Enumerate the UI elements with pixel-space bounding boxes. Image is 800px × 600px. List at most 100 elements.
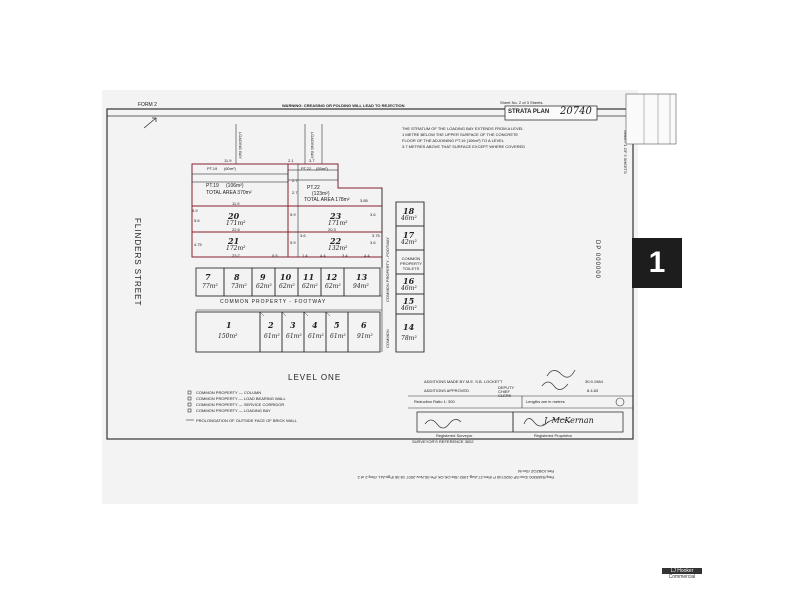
lot-area: 171m²	[328, 220, 348, 227]
lot-area: 62m²	[279, 283, 295, 290]
legend-item: COMMON PROPERTY — LOADING BAY	[196, 408, 271, 413]
lot-number: 9	[260, 272, 266, 282]
lot-area: 78m²	[401, 335, 417, 342]
dimension-label: 3.4	[342, 253, 348, 258]
lot-number: 3	[290, 320, 296, 330]
level-badge-number: 1	[648, 246, 666, 279]
lot-number: 23	[330, 211, 342, 221]
lot-area: 132m²	[328, 245, 348, 252]
lot-number: 5	[334, 320, 340, 330]
lot-number: 12	[326, 272, 338, 282]
lot-number: PT.19	[206, 183, 219, 189]
lot-area: 171m²	[226, 220, 246, 227]
brand-name: LJ Hooker	[662, 568, 702, 574]
level-title: LEVEL ONE	[288, 373, 342, 382]
proprietor-label: Registered Proprietor	[534, 433, 573, 438]
lot-number: 18	[403, 206, 415, 216]
lot-number: 7	[205, 272, 211, 282]
surveyor-reference: SURVEYOR'S REFERENCE 3002	[412, 439, 474, 444]
lot-area: 62m²	[325, 283, 341, 290]
note-line: FLOOR OF THE ADJOINING PT.19 (106m²) TO …	[402, 138, 505, 143]
signature-right: J. McKernan	[544, 416, 594, 425]
dimension-label: 2.7	[292, 178, 298, 183]
note-line: THE STRATUM OF THE LOADING BAY EXTENDS F…	[402, 126, 524, 131]
lot-number: PT.22	[307, 185, 320, 191]
plan-drawing	[106, 105, 634, 440]
legend-item: COMMON PROPERTY — LOAD BEARING WALL	[196, 396, 286, 401]
plan-label: STRATA PLAN	[508, 109, 550, 115]
street-left: FLINDERS STREET	[133, 218, 142, 307]
lot-number: 11	[303, 272, 315, 282]
lot-number: 21	[228, 236, 240, 246]
level-badge: 1	[632, 238, 682, 288]
lot-area: 61m²	[286, 333, 302, 340]
form-number: FORM 2	[138, 102, 157, 108]
dimension-label: 5.9	[290, 212, 296, 217]
lot-area: (55m²)	[316, 166, 328, 171]
brand-subtitle: Commercial	[668, 574, 696, 580]
dimension-label: 4.4	[364, 253, 370, 258]
dimension-label: 20.3	[328, 227, 336, 232]
lot-area: 172m²	[226, 245, 246, 252]
strata-plan-sheet: FORM 2 WARNING: CREASING OR FOLDING WILL…	[102, 90, 638, 504]
lot-number: 13	[356, 272, 368, 282]
dimension-label: 2.7	[292, 190, 298, 195]
lot-number: 10	[280, 272, 292, 282]
dimension-label: 3.6	[300, 233, 306, 238]
dimension-label: 4.75	[194, 242, 202, 247]
lot-area: 62m²	[256, 283, 272, 290]
additions-made: ADDITIONS MADE BY M.E. S.B. LOCKETT	[424, 379, 503, 384]
lot-number: PT.22	[301, 166, 312, 171]
lot-area: 46m²	[401, 305, 417, 312]
dimension-label: 3.7	[309, 158, 315, 163]
next-sheet-edge	[625, 93, 677, 145]
lengths-note: Lengths are in metres	[526, 399, 565, 404]
sheet-number: Sheet No. 2 of 3 Sheets	[500, 100, 543, 105]
street-right: DP 000000	[594, 240, 600, 279]
lot-area: 62m²	[302, 283, 318, 290]
loading-bay-label: LOADING BAY	[238, 132, 243, 159]
print-strip-line: Ref:JOBZOZ /Src:M	[518, 469, 554, 474]
additions-made-date: 30.9.1984	[585, 379, 603, 384]
lot-number: 20	[228, 211, 240, 221]
dimension-label: 4.4	[320, 253, 326, 258]
lot-number: 6	[361, 320, 367, 330]
common-label: COMMON	[385, 329, 390, 348]
plan-number: 20740	[560, 106, 592, 117]
lot-area: 61m²	[264, 333, 280, 340]
lot-number: 1	[226, 320, 232, 330]
warning-text: WARNING: CREASING OR FOLDING WILL LEAD T…	[282, 103, 405, 108]
dimension-label: 5.9	[192, 208, 198, 213]
lot-area: 42m²	[401, 239, 417, 246]
lot-area: 94m²	[353, 283, 369, 290]
dimension-label: 1.4	[302, 253, 308, 258]
lot-area: (106m²)	[226, 183, 244, 189]
lot-area: 73m²	[231, 283, 247, 290]
dimension-label: 3.6	[370, 212, 376, 217]
lot-number: 2	[268, 320, 274, 330]
dimension-label: 0.5	[272, 253, 278, 258]
dimension-label: 23.7	[232, 253, 240, 258]
footway-right-label: COMMON PROPERTY - FOOTWAY	[385, 237, 390, 302]
lot-area: 91m²	[357, 333, 373, 340]
lot-number: 8	[234, 272, 240, 282]
lot-area: (60m²)	[224, 166, 236, 171]
lot-total: TOTAL AREA 178m²	[304, 197, 350, 203]
lot-area: 61m²	[308, 333, 324, 340]
additions-approved-role: DEPUTY CHIEF CLERK	[498, 385, 515, 398]
dimension-label: 5.6	[194, 218, 200, 223]
dimension-label: 5.9	[290, 240, 296, 245]
legend-item: PROLONGATION OF OUTSIDE FACE OF BRICK WA…	[196, 418, 297, 423]
dimension-label: 2.1	[288, 158, 294, 163]
lot-area: 77m²	[202, 283, 218, 290]
lot-number: 14	[403, 322, 415, 332]
brand-logo: LJ Hooker Commercial	[662, 568, 702, 580]
footway-label: COMMON PROPERTY - FOOTWAY	[220, 299, 327, 305]
dimension-label: 11.9	[224, 158, 232, 163]
dimension-label: 11.9	[232, 201, 240, 206]
lot-area: 46m²	[401, 285, 417, 292]
dimension-label: 3.6	[370, 240, 376, 245]
legend-item: COMMON PROPERTY — SERVICE CORRIDOR	[196, 402, 285, 407]
dimension-label: 3.75	[372, 233, 380, 238]
additions-approved: ADDITIONS APPROVED	[424, 388, 469, 393]
